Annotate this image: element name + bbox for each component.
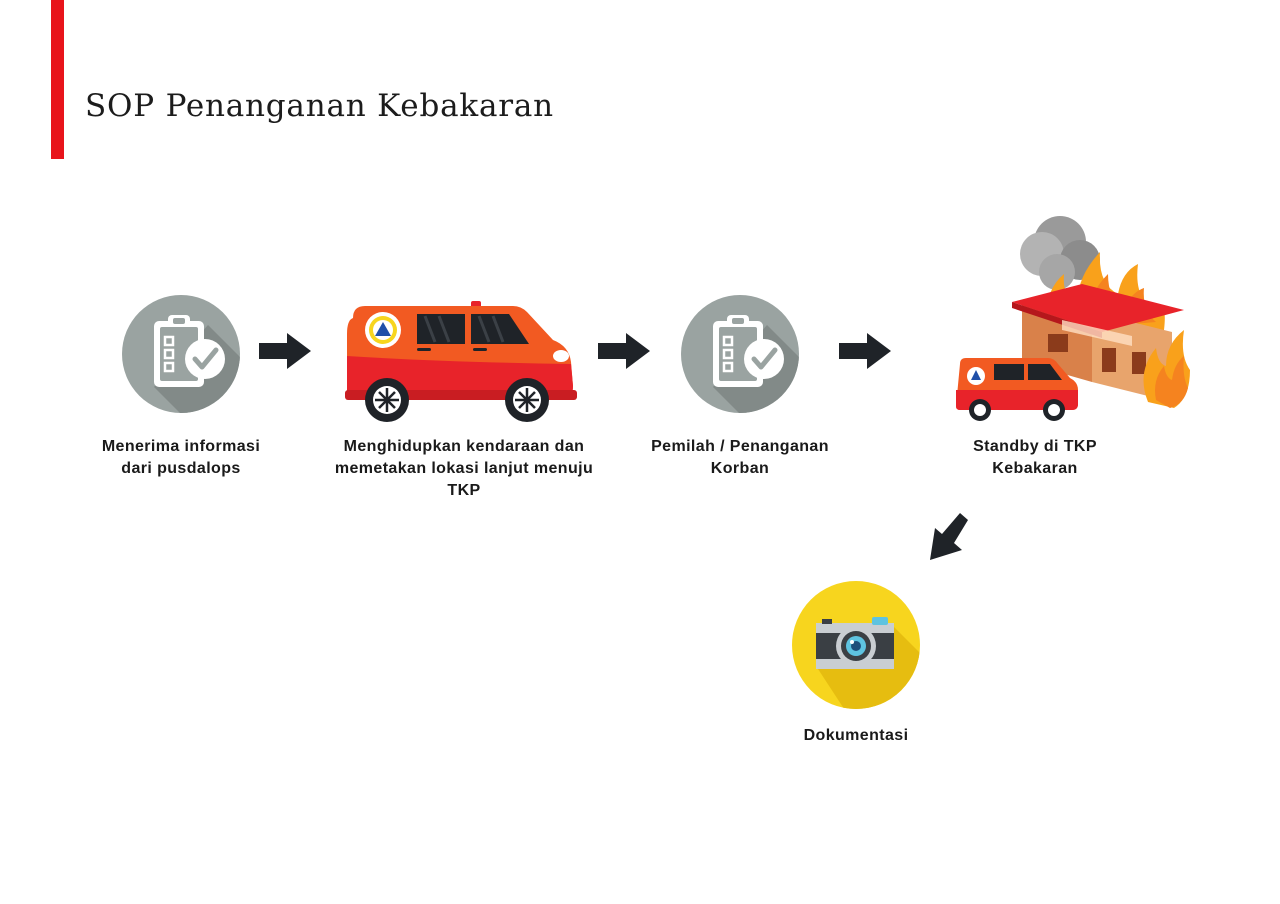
step-label-1: Menerima informasi dari pusdalops xyxy=(101,438,261,477)
arrow-right-icon xyxy=(257,331,313,371)
arrow-right-icon xyxy=(837,331,893,371)
page-title: SOP Penanganan Kebakaran xyxy=(85,88,554,124)
step-label-5: Dokumentasi xyxy=(803,727,909,744)
camera-icon xyxy=(792,581,920,709)
arrow-right-icon xyxy=(596,331,652,371)
step-label-4: Standby di TKP Kebakaran xyxy=(973,438,1097,477)
burning-house-icon xyxy=(952,212,1192,427)
step-label-2: Menghidupkan kendaraan dan memetakan lok… xyxy=(334,438,594,499)
arrow-down-left-icon xyxy=(926,512,970,564)
ambulance-icon xyxy=(343,298,579,424)
clipboard-check-icon xyxy=(681,295,799,413)
accent-bar xyxy=(51,0,64,159)
clipboard-check-icon xyxy=(122,295,240,413)
step-label-3: Pemilah / Penanganan Korban xyxy=(651,438,829,477)
